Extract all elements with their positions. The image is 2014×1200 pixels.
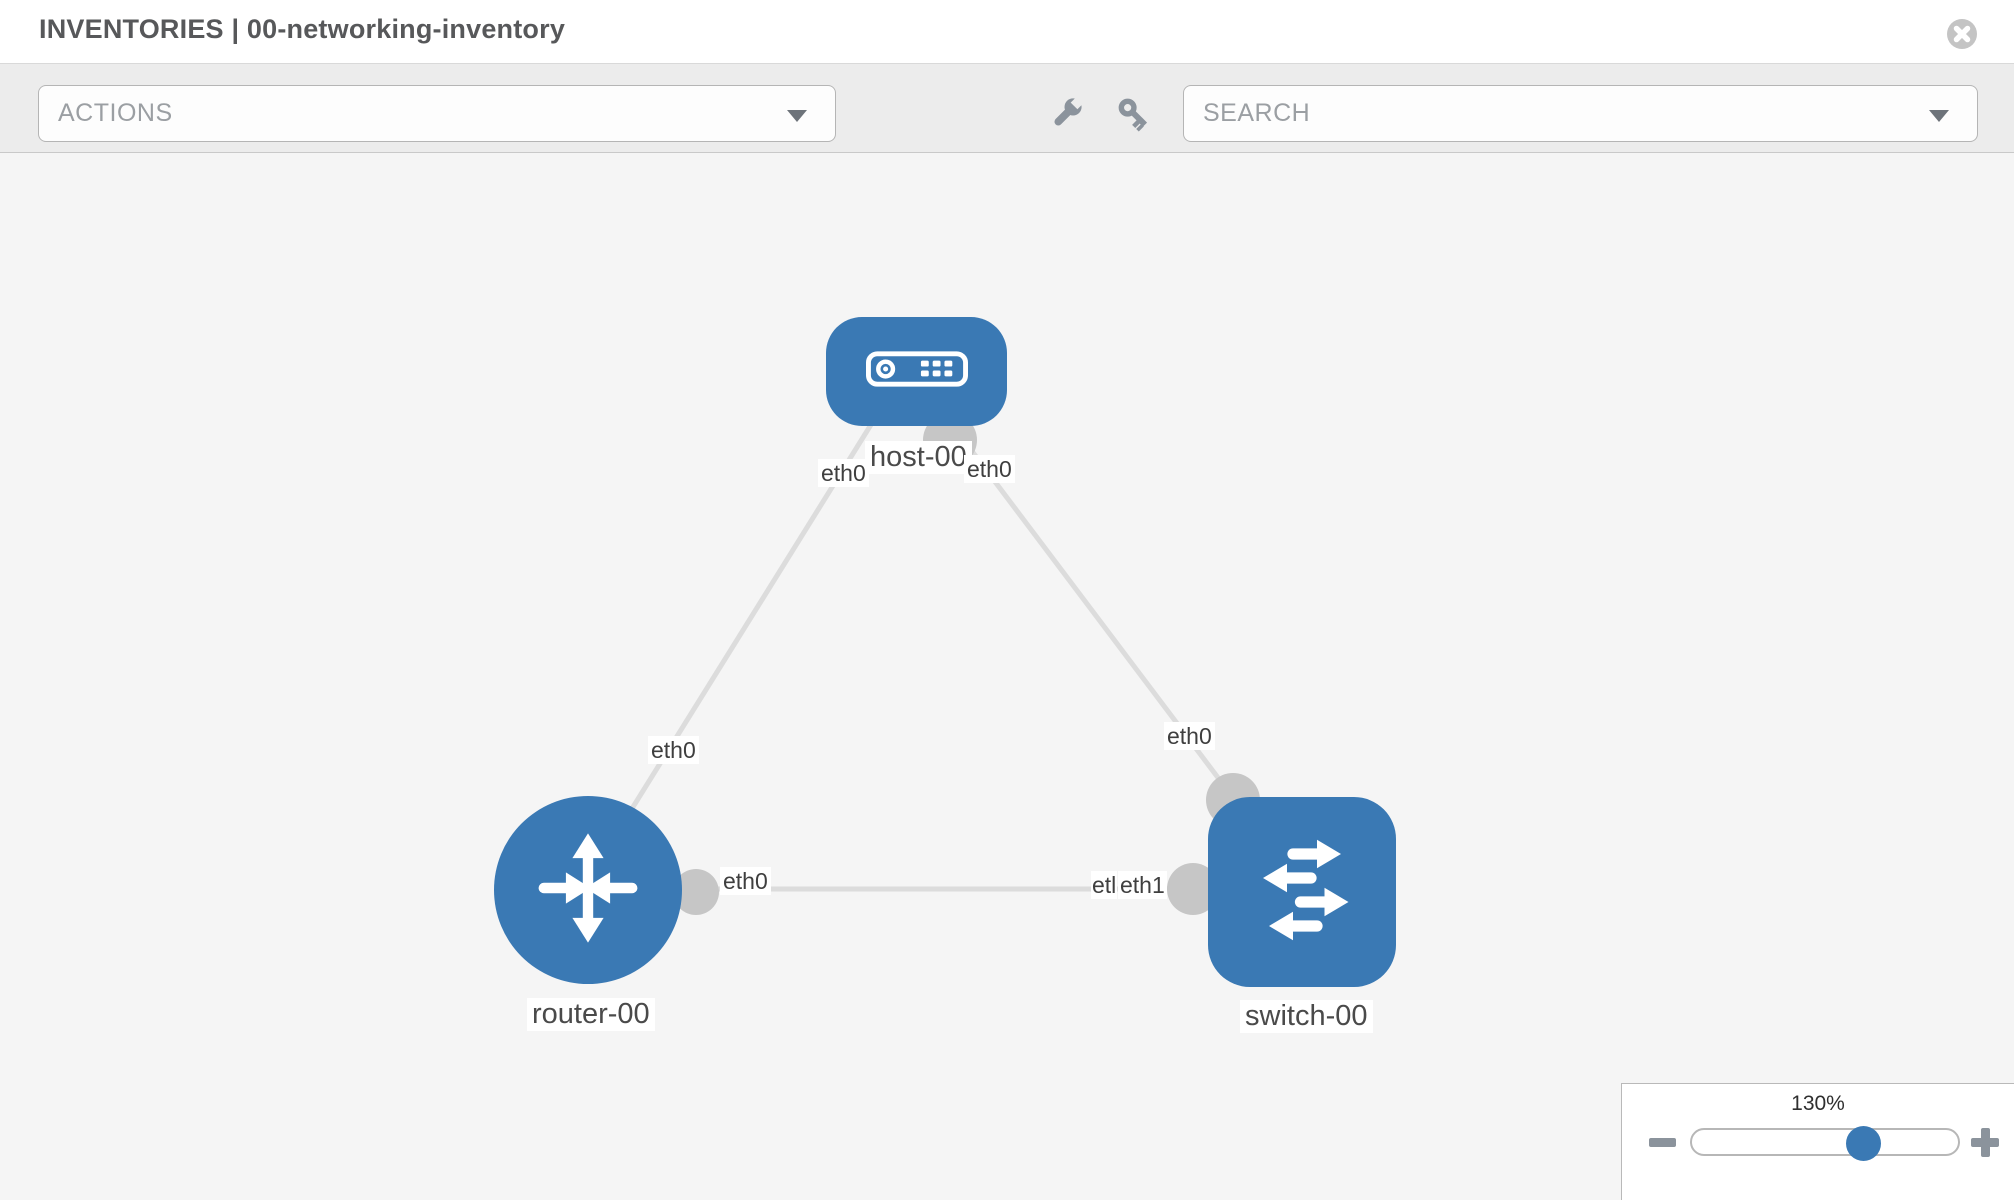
close-icon[interactable] — [1946, 18, 1978, 50]
interface-label-router-switch-at-switch: eth1 — [1118, 871, 1167, 899]
port-switch-left — [1167, 863, 1219, 915]
actions-dropdown-label: ACTIONS — [58, 99, 173, 127]
node-label-router: router-00 — [527, 998, 655, 1031]
node-label-host: host-00 — [865, 441, 972, 474]
actions-dropdown[interactable]: ACTIONS — [38, 85, 836, 142]
header: INVENTORIES | 00-networking-inventory — [0, 0, 2014, 63]
search-dropdown-label: SEARCH — [1203, 99, 1311, 127]
port-router — [673, 869, 719, 915]
router-arrows-icon — [523, 823, 653, 958]
interface-label-host-switch-at-switch: eth0 — [1164, 722, 1215, 750]
link-host-router — [597, 413, 880, 862]
plus-icon[interactable] — [1971, 1128, 1999, 1157]
interface-label-host-router-at-router: eth0 — [648, 736, 699, 764]
interface-label-host-router-at-host: eth0 — [818, 459, 869, 487]
zoom-level-value: 130% — [1791, 1092, 1845, 1115]
node-router-00[interactable] — [494, 796, 682, 984]
chevron-down-icon — [1929, 110, 1949, 122]
node-switch-00[interactable] — [1208, 797, 1396, 987]
wrench-icon[interactable] — [1048, 94, 1086, 132]
toolbar: ACTIONS SEARC — [0, 63, 2014, 153]
zoom-slider-thumb[interactable] — [1846, 1126, 1881, 1161]
interface-label-router-switch-at-switch-occluded: etl — [1091, 871, 1118, 899]
zoom-control-panel: 130% — [1621, 1083, 2014, 1200]
topology-canvas[interactable]: host-00 router-00 switch-00 eth0 eth0 et… — [0, 153, 2014, 1200]
links-layer — [597, 413, 1300, 915]
key-icon[interactable] — [1116, 96, 1154, 134]
page-title: INVENTORIES | 00-networking-inventory — [39, 14, 566, 44]
chevron-down-icon — [787, 110, 807, 122]
switch-arrows-icon — [1227, 815, 1377, 970]
node-label-switch: switch-00 — [1240, 1000, 1373, 1033]
plus-icon-bar — [1981, 1128, 1990, 1157]
search-dropdown[interactable]: SEARCH — [1183, 85, 1978, 142]
zoom-slider-track[interactable] — [1690, 1128, 1960, 1156]
node-host-00[interactable] — [826, 317, 1007, 426]
interface-label-router-switch-at-router: eth0 — [720, 867, 771, 895]
interface-label-host-switch-at-host: eth0 — [964, 455, 1015, 483]
server-icon — [865, 351, 968, 392]
minus-icon[interactable] — [1649, 1138, 1676, 1147]
